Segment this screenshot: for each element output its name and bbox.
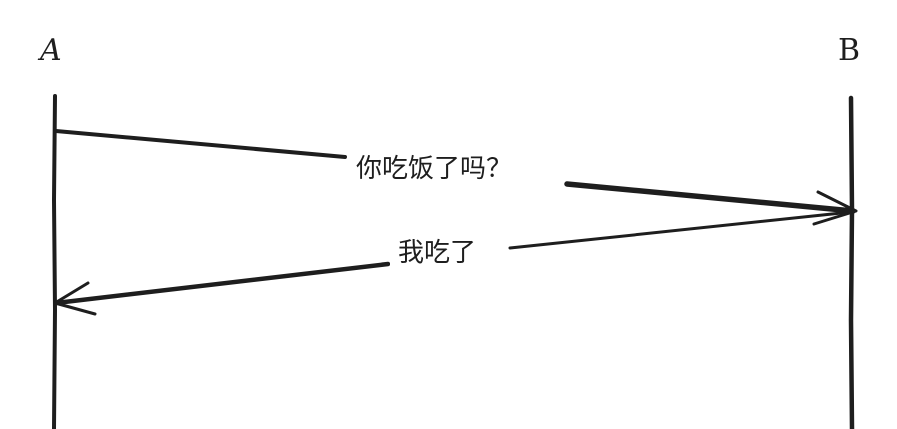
- message-1-line-right: [564, 181, 856, 214]
- lifeline-a: [51, 94, 58, 429]
- lifeline-b: [848, 95, 855, 429]
- message-2-label: 我吃了: [390, 238, 485, 268]
- participant-b-label: B: [838, 33, 861, 68]
- message-1-arrowhead: [812, 190, 858, 226]
- message-2-arrowhead: [53, 281, 97, 316]
- message-1-line-left: [54, 129, 347, 159]
- message-1-label: 你吃饭了吗？: [348, 154, 521, 184]
- message-2-line-left: [53, 261, 391, 306]
- participant-a-label: A: [40, 33, 62, 68]
- message-2-line-right: [508, 210, 853, 250]
